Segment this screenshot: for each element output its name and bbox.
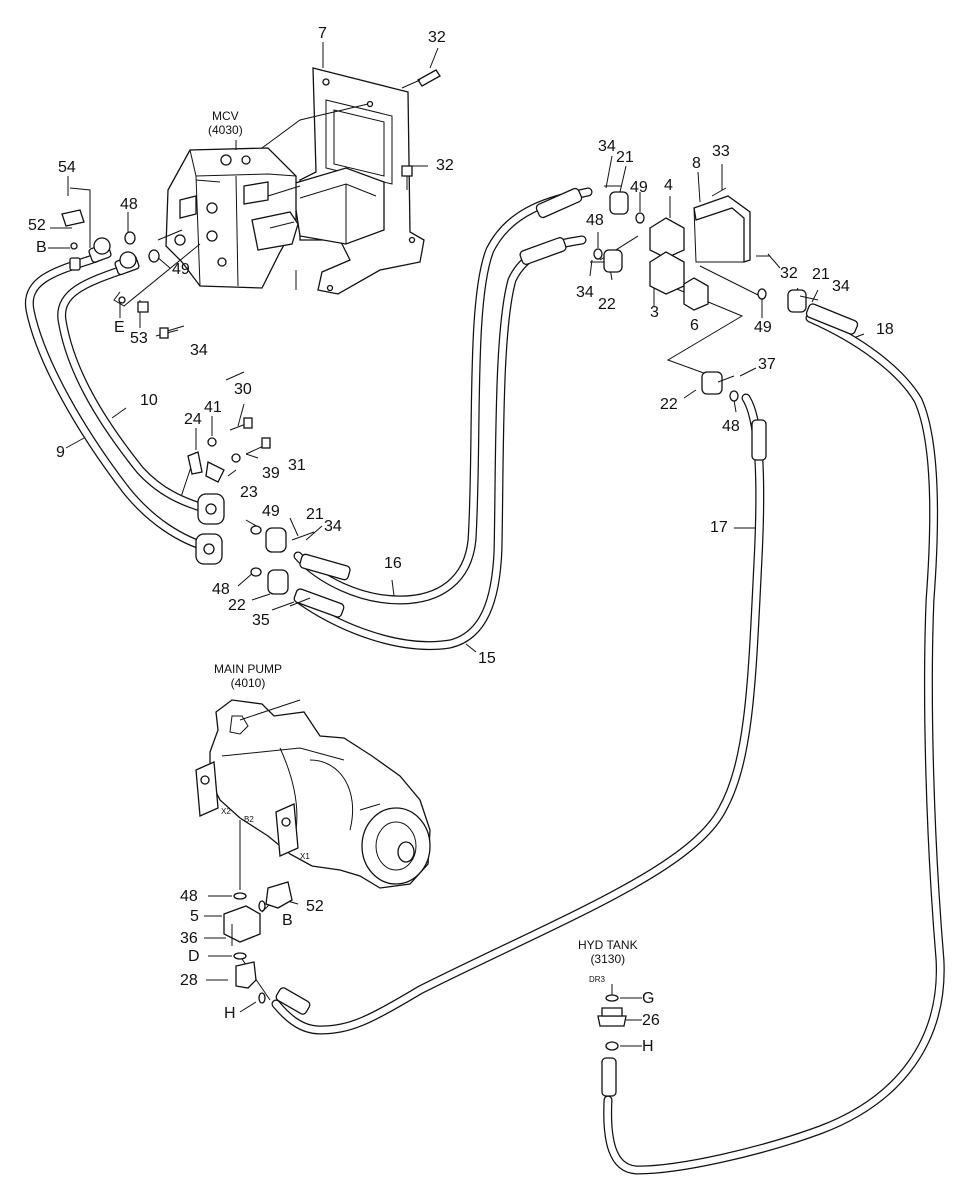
bolt-icon xyxy=(401,69,441,190)
o-ring-icon xyxy=(70,212,767,1051)
callout: 5 xyxy=(190,908,199,925)
callout: 7 xyxy=(318,25,327,42)
callout: 10 xyxy=(140,392,158,409)
callout: 32 xyxy=(436,157,454,174)
callout: H xyxy=(642,1038,654,1055)
callout: 53 xyxy=(130,330,148,347)
split-flange-icon xyxy=(187,191,807,595)
callout: 15 xyxy=(478,650,496,667)
callout: 3 xyxy=(650,304,659,321)
callout: 22 xyxy=(228,597,246,614)
callout: 24 xyxy=(184,411,202,428)
callout: 22 xyxy=(598,296,616,313)
port-x1: X1 xyxy=(300,852,310,861)
callout: 54 xyxy=(58,159,76,176)
pipe-icon xyxy=(24,237,215,553)
callout: 6 xyxy=(690,317,699,334)
callout: 30 xyxy=(234,381,252,398)
mcv-name: MCV xyxy=(212,109,239,123)
callout: 23 xyxy=(240,484,258,501)
bolt-icon xyxy=(159,185,819,946)
main-pump-icon xyxy=(195,699,431,889)
callout: 31 xyxy=(288,457,306,474)
callout: B xyxy=(36,239,47,256)
mcv-code: (4030) xyxy=(208,122,243,137)
callout: 26 xyxy=(642,1012,660,1029)
callout: G xyxy=(642,990,655,1007)
callout: D xyxy=(188,948,200,965)
callout: 34 xyxy=(598,138,616,155)
callout: 21 xyxy=(306,506,324,523)
callout: 21 xyxy=(812,266,830,283)
callout: 32 xyxy=(428,29,446,46)
callout: 49 xyxy=(754,319,772,336)
callout: 4 xyxy=(664,177,673,194)
callout: 16 xyxy=(384,555,402,572)
port-b2: B2 xyxy=(244,815,254,824)
hyd-tank-name: HYD TANK xyxy=(578,938,638,952)
callout: 32 xyxy=(780,265,798,282)
main-pump-name: MAIN PUMP xyxy=(214,662,283,676)
port-x2: X2 xyxy=(221,807,231,816)
callout: H xyxy=(224,1005,236,1022)
callout: E xyxy=(114,319,125,336)
hyd-tank-caption: HYD TANK (3130) xyxy=(578,938,638,967)
hose-icon xyxy=(271,187,945,1175)
callout: 17 xyxy=(710,519,728,536)
callout: 48 xyxy=(212,581,230,598)
callout: B xyxy=(282,912,293,929)
callout: 37 xyxy=(758,356,776,373)
callout: 49 xyxy=(262,503,280,520)
callout: 49 xyxy=(172,261,190,278)
mcv-caption: MCV (4030) xyxy=(208,109,243,138)
callout: 52 xyxy=(306,898,324,915)
block-icon xyxy=(223,195,751,943)
callout: 21 xyxy=(616,149,634,166)
mcv-bracket-icon xyxy=(291,67,425,295)
callout: 34 xyxy=(576,284,594,301)
fitting-icon xyxy=(61,209,627,1027)
callout: 35 xyxy=(252,612,270,629)
callout: 48 xyxy=(586,212,604,229)
callout: 36 xyxy=(180,930,198,947)
callout: 33 xyxy=(712,143,730,160)
callout: 48 xyxy=(180,888,198,905)
callout: 48 xyxy=(722,418,740,435)
main-pump-code: (4010) xyxy=(230,675,266,690)
callout: 18 xyxy=(876,321,894,338)
callout: 49 xyxy=(630,179,648,196)
callout: 34 xyxy=(324,518,342,535)
callout: 48 xyxy=(120,196,138,213)
port-dr3: DR3 xyxy=(589,975,606,984)
callout: 52 xyxy=(28,217,46,234)
callout: 8 xyxy=(692,155,701,172)
main-pump-caption: MAIN PUMP (4010) xyxy=(214,662,283,691)
hyd-tank-code: (3130) xyxy=(590,951,626,966)
mcv-valve-icon xyxy=(165,147,301,289)
callout: 9 xyxy=(56,444,65,461)
callout: 28 xyxy=(180,972,198,989)
callout: 34 xyxy=(832,278,850,295)
callout: 41 xyxy=(204,399,222,416)
callout: 22 xyxy=(660,396,678,413)
callout: 34 xyxy=(190,342,208,359)
callout: 39 xyxy=(262,465,280,482)
